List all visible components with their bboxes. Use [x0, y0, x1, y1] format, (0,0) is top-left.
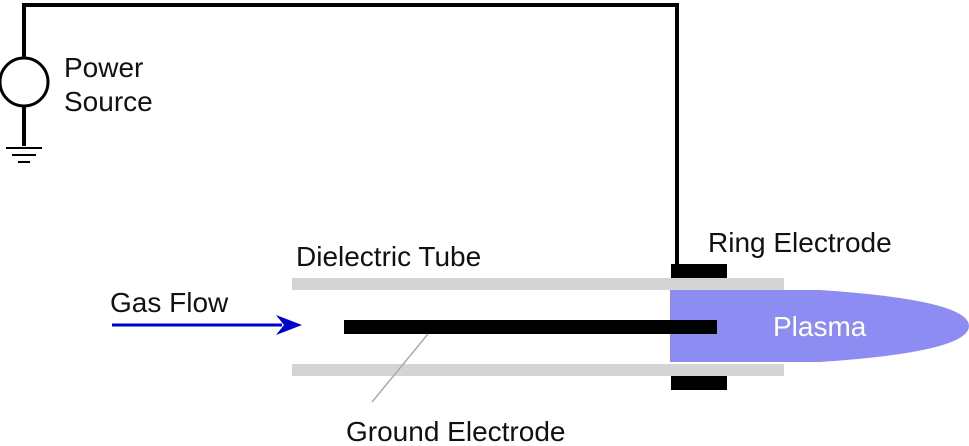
dielectric-tube-upper-wall: [292, 278, 784, 290]
plasma-label: Plasma: [773, 311, 867, 342]
power-source-label-line2: Source: [64, 86, 153, 117]
circuit-wire: [22, 3, 679, 266]
dielectric-tube-label: Dielectric Tube: [296, 241, 481, 272]
ground-electrode-leader: [371, 333, 429, 403]
ground-symbol: [6, 147, 42, 163]
ring-electrode-top: [671, 264, 727, 278]
gas-flow-label: Gas Flow: [110, 287, 229, 318]
ring-electrode-bottom: [671, 376, 727, 390]
power-source-symbol: [0, 56, 50, 108]
power-source-label-line1: Power: [64, 52, 143, 83]
gas-flow-arrow: [112, 315, 302, 335]
ring-electrode-label: Ring Electrode: [708, 227, 892, 258]
plasma-plume: [670, 290, 969, 362]
ground-electrode-label: Ground Electrode: [346, 416, 565, 446]
ground-electrode-rod: [344, 320, 717, 334]
dielectric-tube-lower-wall: [292, 364, 784, 376]
